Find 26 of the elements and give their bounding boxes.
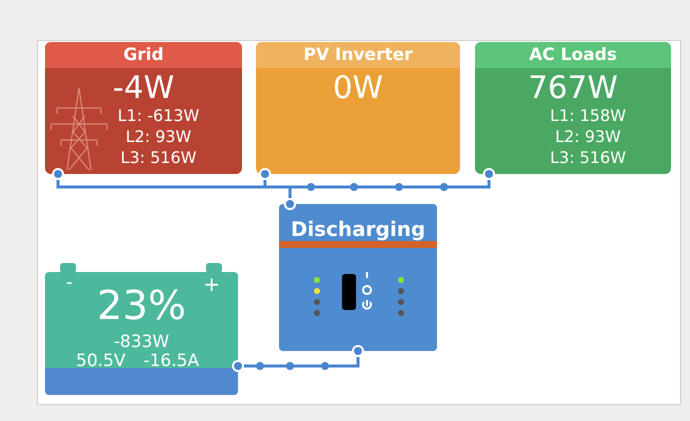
- phase-reading: L1: -613W: [116, 105, 200, 126]
- inverter-panel: [279, 204, 437, 351]
- power-value: 0W: [332, 71, 384, 105]
- power-value: 767W: [528, 71, 618, 105]
- phase-reading: L3: 516W: [120, 147, 196, 168]
- state-of-charge: 23%: [97, 284, 186, 328]
- meter-panel: [45, 42, 242, 174]
- meter-panel: [475, 42, 671, 174]
- phase-reading: L1: 158W: [549, 105, 626, 126]
- phase-reading: L2: 93W: [124, 126, 192, 147]
- battery-panel: [45, 272, 238, 395]
- power-value: -4W: [112, 71, 174, 105]
- status-title: Discharging: [290, 219, 426, 239]
- panel-title: Grid: [123, 46, 164, 64]
- terminal-sign: +: [203, 274, 220, 294]
- panel-title: AC Loads: [529, 46, 617, 64]
- panel-title: PV Inverter: [304, 46, 412, 64]
- current-reading: -16.5A: [143, 353, 200, 370]
- phase-reading: L3: 516W: [549, 147, 626, 168]
- phase-reading: L2: 93W: [554, 126, 621, 147]
- connection-line: [284, 168, 495, 210]
- voltage-reading: 50.5V: [76, 353, 126, 370]
- power-value: -833W: [114, 331, 170, 353]
- meter-panel: [256, 42, 460, 174]
- connection-line: [232, 345, 364, 372]
- terminal-sign: -: [66, 274, 72, 292]
